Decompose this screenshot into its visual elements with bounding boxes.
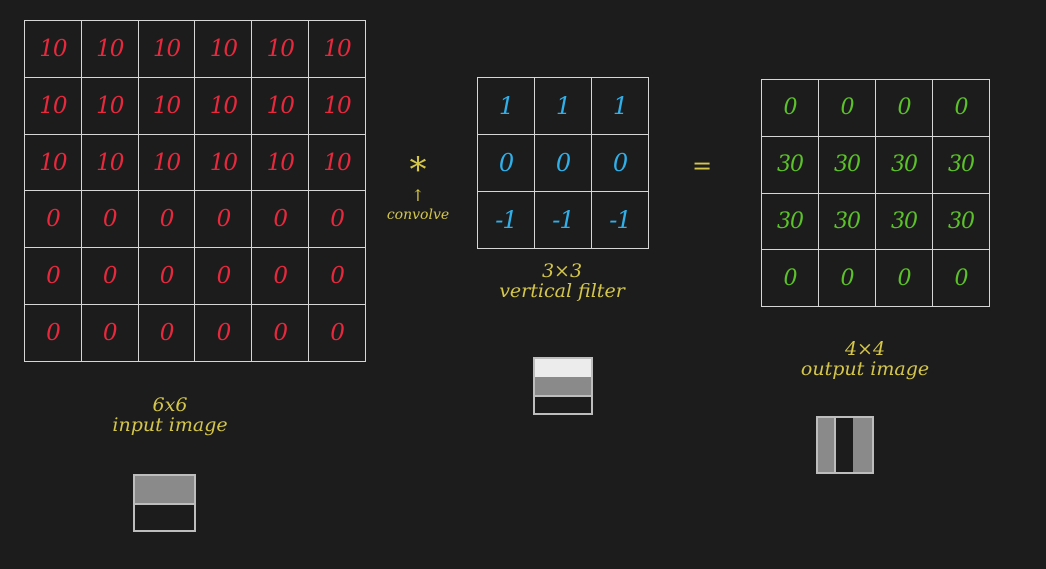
output-cell: 30 — [819, 193, 876, 251]
input-cell: 0 — [138, 305, 196, 362]
filter-label-size: 3×3 — [541, 260, 583, 282]
input-cell: 10 — [138, 21, 196, 78]
input-cell: 0 — [25, 305, 82, 362]
output-cell: 30 — [876, 193, 933, 251]
input-cell: 10 — [25, 77, 82, 135]
output-cell: 30 — [762, 136, 819, 194]
filter-swatch-bright-region — [535, 359, 591, 378]
input-cell: 10 — [81, 134, 139, 192]
input-cell: 0 — [195, 305, 253, 362]
input-cell: 10 — [309, 21, 366, 78]
input-cell: 0 — [252, 305, 310, 362]
input-cell: 10 — [195, 134, 253, 192]
filter-cell: 0 — [478, 135, 535, 192]
output-image-swatch — [816, 416, 874, 474]
output-swatch-right-region — [852, 418, 872, 472]
input-cell: 0 — [81, 305, 139, 362]
input-image-swatch — [133, 474, 196, 532]
output-cell: 0 — [819, 80, 876, 137]
input-cell: 0 — [138, 191, 196, 249]
output-cell: 0 — [762, 250, 819, 307]
input-cell: 10 — [309, 77, 366, 135]
filter-cell: -1 — [478, 192, 535, 249]
input-cell: 10 — [81, 21, 139, 78]
input-cell: 10 — [81, 77, 139, 135]
input-label: 6x6 input image — [100, 394, 240, 436]
filter-cell: 1 — [592, 78, 649, 135]
input-cell: 10 — [25, 21, 82, 78]
input-cell: 0 — [309, 191, 366, 249]
input-cell: 10 — [309, 134, 366, 192]
equals-sign: = — [691, 152, 713, 180]
output-label-text: output image — [800, 357, 930, 380]
output-cell: 30 — [762, 193, 819, 251]
input-cell: 0 — [81, 191, 139, 249]
output-cell: 0 — [762, 80, 819, 137]
output-swatch-left-region — [818, 418, 835, 472]
input-cell: 0 — [138, 248, 196, 306]
input-cell: 0 — [252, 191, 310, 249]
input-swatch-bright-region — [135, 476, 194, 505]
convolve-arrow-icon: ↑ — [411, 186, 425, 205]
convolve-label: convolve — [386, 207, 450, 223]
output-cell: 30 — [819, 136, 876, 194]
input-cell: 0 — [309, 305, 366, 362]
input-cell: 0 — [25, 248, 82, 306]
filter-cell: -1 — [592, 192, 649, 249]
input-cell: 10 — [252, 77, 310, 135]
output-cell: 0 — [933, 250, 990, 307]
filter-swatch-mid-region — [535, 377, 591, 398]
filter-label: 3×3 vertical filter — [482, 260, 642, 302]
input-cell: 0 — [252, 248, 310, 306]
input-cell: 10 — [252, 134, 310, 192]
filter-image-swatch — [533, 357, 593, 415]
input-cell: 10 — [252, 21, 310, 78]
input-cell: 10 — [138, 134, 196, 192]
output-label: 4×4 output image — [790, 338, 940, 380]
output-cell: 30 — [933, 193, 990, 251]
output-cell: 0 — [933, 80, 990, 137]
input-cell: 10 — [195, 77, 253, 135]
input-cell: 10 — [25, 134, 82, 192]
input-cell: 10 — [138, 77, 196, 135]
filter-cell: 1 — [535, 78, 592, 135]
input-cell: 0 — [81, 248, 139, 306]
filter-cell: 0 — [592, 135, 649, 192]
filter-cell: 0 — [535, 135, 592, 192]
output-cell: 30 — [933, 136, 990, 194]
input-cell: 0 — [195, 191, 253, 249]
filter-cell: 1 — [478, 78, 535, 135]
convolve-operator: * — [409, 150, 427, 190]
input-label-text: input image — [112, 413, 228, 436]
input-label-size: 6x6 — [152, 394, 188, 416]
output-label-size: 4×4 — [844, 338, 886, 360]
output-cell: 30 — [876, 136, 933, 194]
filter-cell: -1 — [535, 192, 592, 249]
input-cell: 10 — [195, 21, 253, 78]
output-cell: 0 — [876, 250, 933, 307]
output-cell: 0 — [876, 80, 933, 137]
input-cell: 0 — [309, 248, 366, 306]
filter-label-text: vertical filter — [499, 279, 625, 302]
output-cell: 0 — [819, 250, 876, 307]
input-cell: 0 — [195, 248, 253, 306]
input-cell: 0 — [25, 191, 82, 249]
